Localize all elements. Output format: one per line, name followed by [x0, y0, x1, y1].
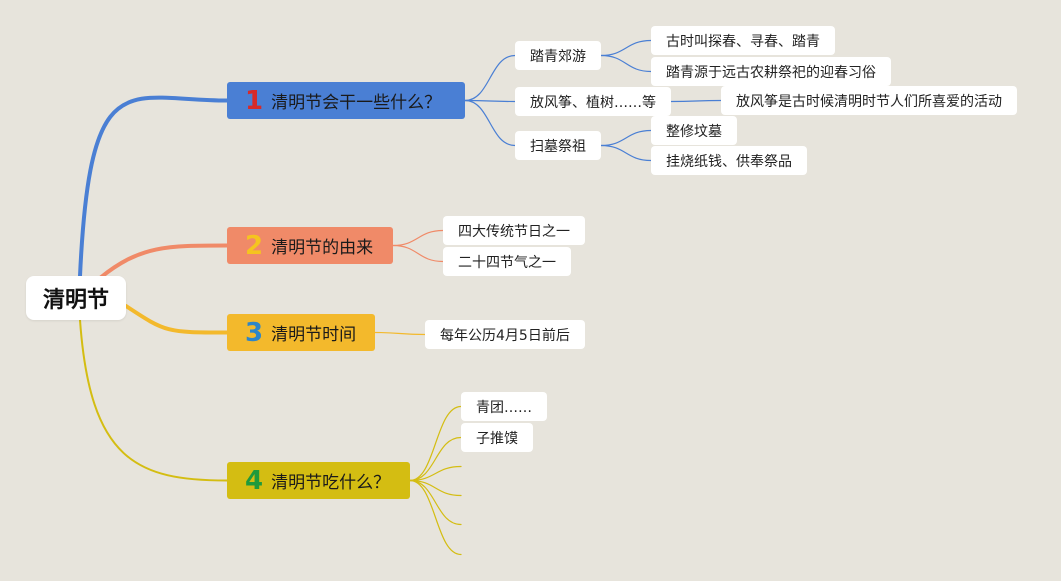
detail-topic[interactable]: 放风筝是古时候清明时节人们所喜爱的活动 [721, 86, 1017, 115]
root-to-branch-4-connector [79, 319, 228, 482]
branch-topic-label: 清明节吃什么？ [271, 473, 391, 493]
branch-1-connector [464, 99, 516, 103]
branch-4-connector [409, 405, 462, 482]
branch-topic-label: 清明节时间 [271, 325, 357, 345]
branch-1-connector [464, 99, 516, 147]
empty-subtopic [461, 554, 462, 555]
branch-topic-1[interactable]: 1 清明节会干一些什么？ [227, 82, 465, 119]
empty-subtopic [461, 495, 462, 496]
detail-label: 整修坟墓 [666, 123, 722, 140]
branch-4-connector [409, 465, 462, 482]
subtopic-label: 扫墓祭祖 [530, 138, 586, 155]
root-to-branch-3-connector [124, 304, 229, 335]
subtopic-label: 子推馍 [476, 430, 518, 447]
branch-topic-label: 清明节的由来 [271, 238, 374, 258]
number-3-icon: 3 [245, 317, 264, 348]
subtopic-label: 放风筝、植树……等 [530, 94, 656, 111]
subtopic-label: 踏青郊游 [530, 48, 586, 65]
empty-subtopic [461, 524, 462, 525]
branch-topic-4[interactable]: 4 清明节吃什么？ [227, 462, 410, 499]
subtopic[interactable]: 子推馍 [461, 423, 533, 452]
root-to-branch-1-connector [78, 95, 229, 278]
subtopic-label: 青团…… [476, 399, 532, 416]
branch-4-connector [409, 479, 462, 556]
branch-1-connector [464, 54, 516, 102]
branch-2-connector [392, 229, 444, 247]
subtopic-connector [600, 54, 652, 73]
detail-label: 踏青源于远古农耕祭祀的迎春习俗 [666, 64, 876, 81]
branch-topic-3[interactable]: 3 清明节时间 [227, 314, 375, 351]
detail-label: 挂烧纸钱、供奉祭品 [666, 153, 792, 170]
subtopic-label: 二十四节气之一 [458, 254, 556, 271]
detail-label: 古时叫探春、寻春、踏青 [666, 33, 820, 50]
subtopic[interactable]: 青团…… [461, 392, 547, 421]
detail-label: 放风筝是古时候清明时节人们所喜爱的活动 [736, 93, 1002, 110]
branch-3-connector [374, 331, 426, 336]
branch-topic-2[interactable]: 2 清明节的由来 [227, 227, 393, 264]
subtopic-connector [600, 39, 652, 57]
empty-subtopic [461, 466, 462, 467]
branch-2-connector [392, 244, 444, 263]
subtopic-label: 四大传统节日之一 [458, 223, 570, 240]
root-topic[interactable]: 清明节 [26, 276, 126, 320]
detail-topic[interactable]: 踏青源于远古农耕祭祀的迎春习俗 [651, 57, 891, 86]
subtopic[interactable]: 二十四节气之一 [443, 247, 571, 276]
subtopic-connector [670, 99, 722, 103]
subtopic-smjz[interactable]: 扫墓祭祖 [515, 131, 601, 160]
root-topic-label: 清明节 [42, 288, 109, 313]
subtopic[interactable]: 四大传统节日之一 [443, 216, 585, 245]
branch-4-connector [409, 436, 462, 482]
number-2-icon: 2 [245, 230, 264, 261]
root-to-branch-2-connector [98, 243, 229, 280]
branch-4-connector [409, 479, 462, 526]
subtopic-connector [600, 129, 652, 147]
subtopic-connector [600, 144, 652, 162]
number-4-icon: 4 [245, 465, 264, 496]
number-1-icon: 1 [245, 85, 264, 116]
branch-topic-label: 清明节会干一些什么？ [271, 93, 442, 113]
detail-topic[interactable]: 挂烧纸钱、供奉祭品 [651, 146, 807, 175]
subtopic[interactable]: 每年公历4月5日前后 [425, 320, 585, 349]
detail-topic[interactable]: 整修坟墓 [651, 116, 737, 145]
subtopic-tqjy[interactable]: 踏青郊游 [515, 41, 601, 70]
subtopic-label: 每年公历4月5日前后 [440, 327, 570, 344]
detail-topic[interactable]: 古时叫探春、寻春、踏青 [651, 26, 835, 55]
subtopic-ffz[interactable]: 放风筝、植树……等 [515, 87, 671, 116]
